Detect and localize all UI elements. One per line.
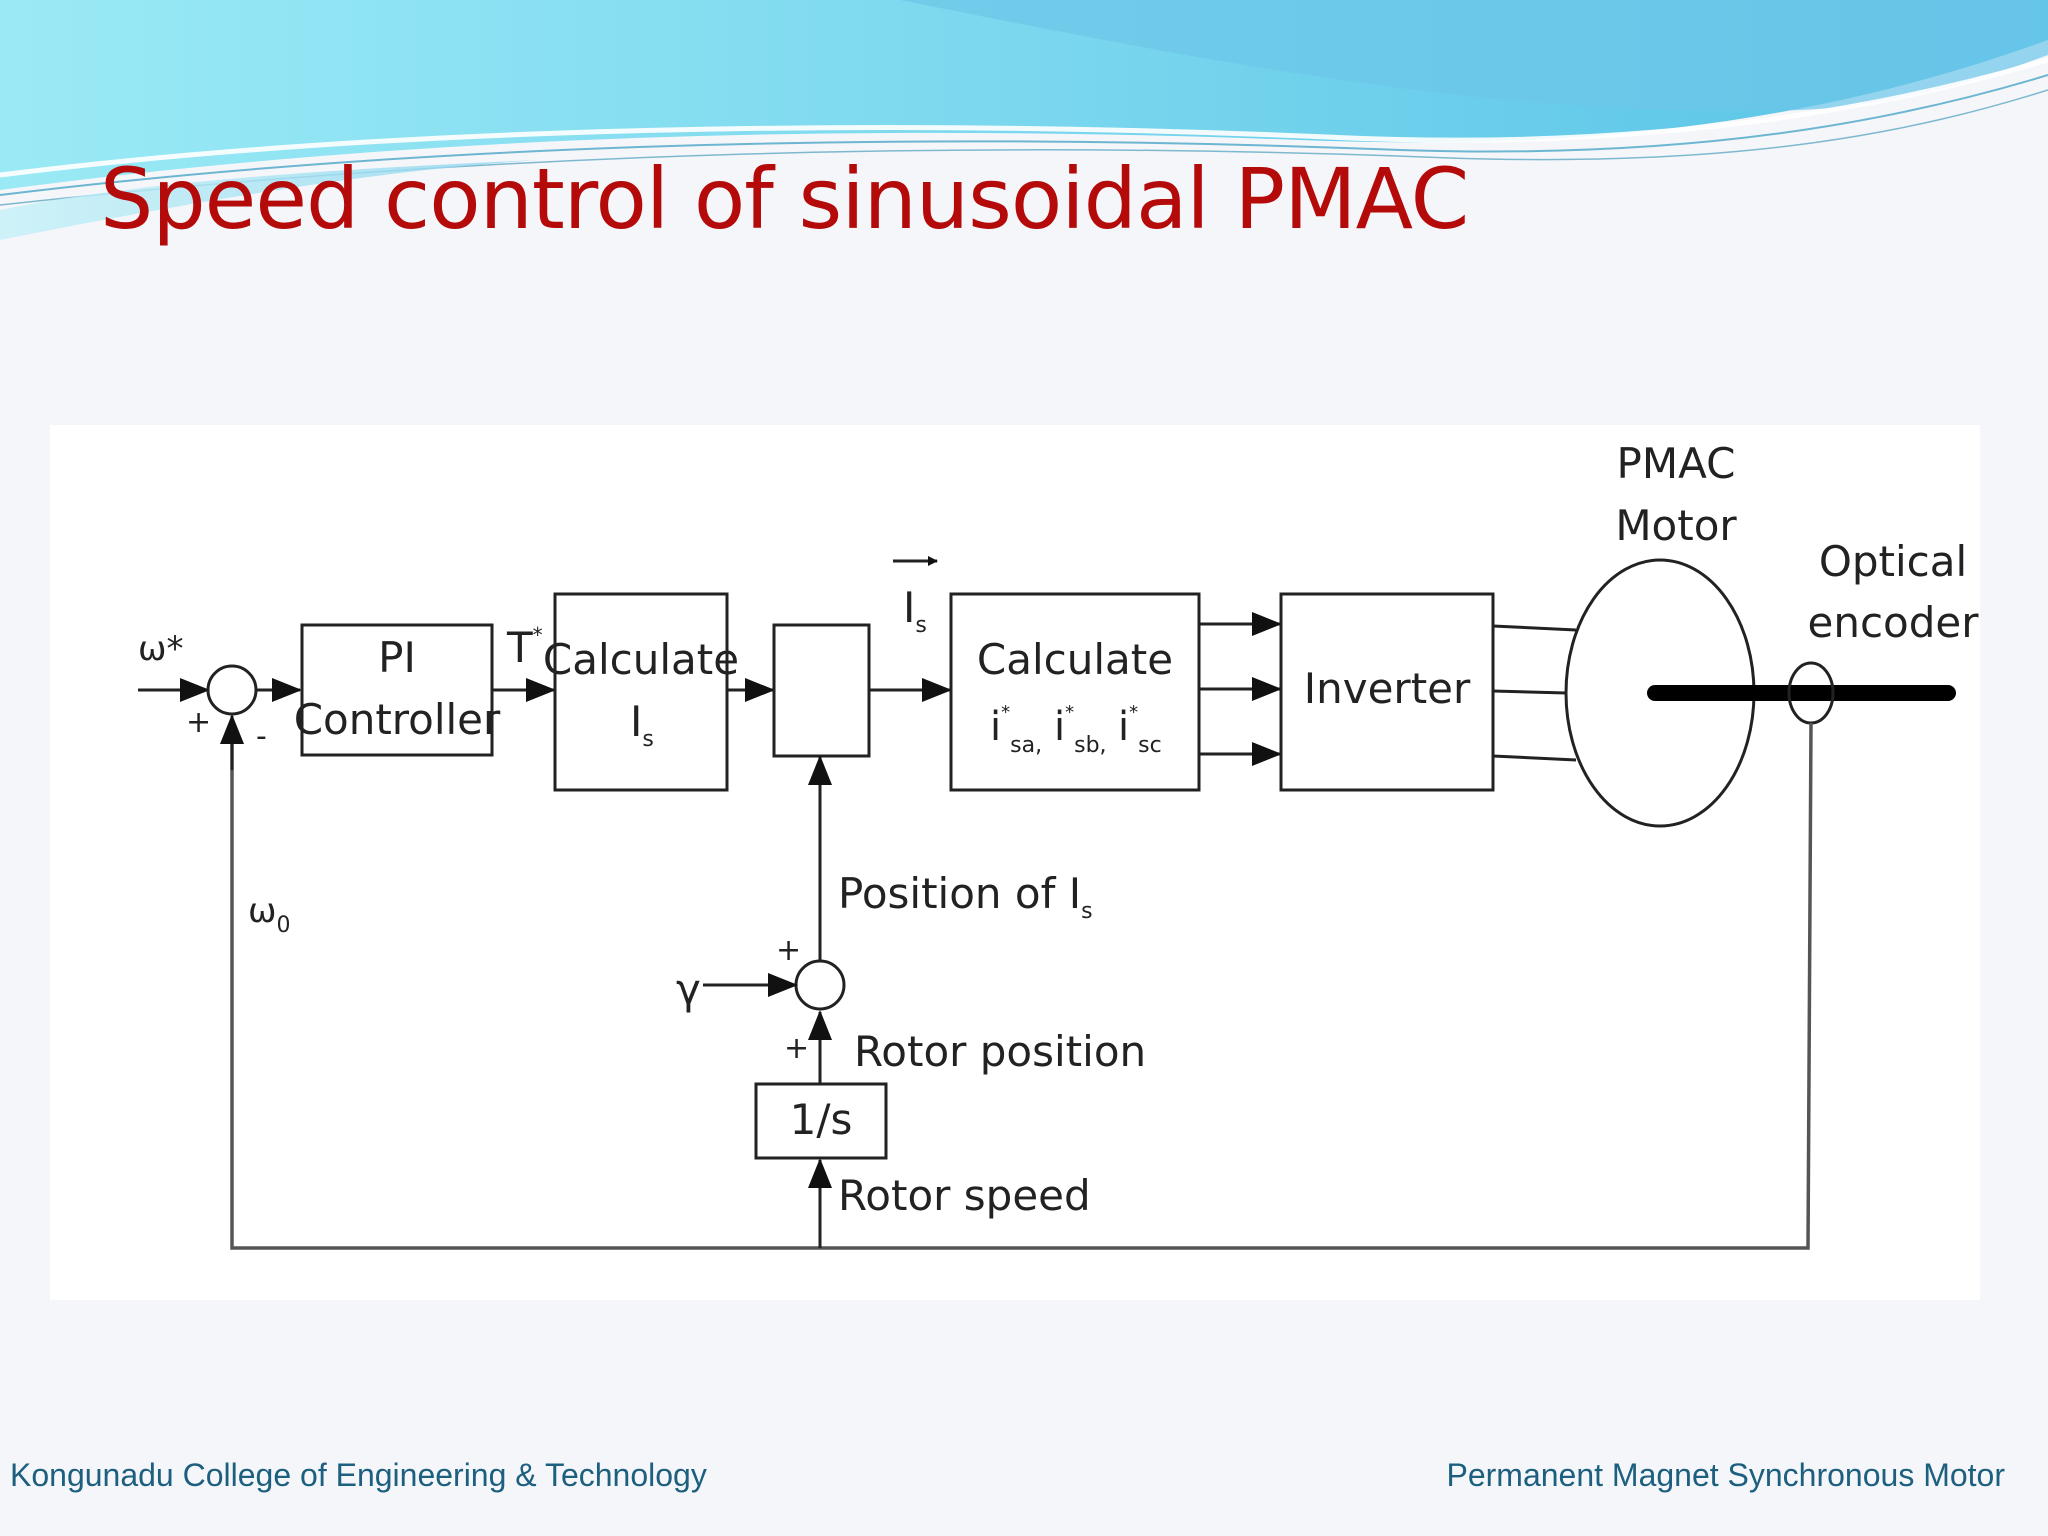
sum2-plus-bottom: + (784, 1031, 809, 1066)
isc-ref-label: i*sc (1118, 702, 1162, 758)
controller-label: Controller (294, 695, 501, 744)
gamma-label: γ (676, 965, 701, 1014)
sum1-plus-sign: + (186, 705, 211, 740)
slide-title: Speed control of sinusoidal PMAC (100, 150, 1469, 248)
block-diagram: ω* + - PI Controller T* Calculate Is Is … (50, 425, 1980, 1300)
footer-topic: Permanent Magnet Synchronous Motor (1446, 1457, 2005, 1493)
encoder-label: encoder (1807, 598, 1979, 647)
speed-reference-label: ω* (138, 629, 183, 669)
position-summing-junction (794, 959, 846, 1011)
footer-institution: Kongunadu College of Engineering & Techn… (10, 1457, 707, 1493)
calculate-is-block (553, 592, 729, 792)
inverter-label: Inverter (1304, 664, 1471, 713)
isb-ref-label: i*sb, (1054, 702, 1107, 758)
pi-controller-block (300, 623, 494, 757)
calculate-is-label: Calculate (543, 635, 739, 684)
torque-ref-label: T* (506, 623, 543, 672)
feedback-speed-label: ω0 (248, 891, 290, 938)
speed-feedback-path (230, 722, 1813, 1250)
calculate-phase-currents-block (949, 592, 1201, 792)
vector-combiner-block (772, 623, 871, 758)
rotor-position-label: Rotor position (854, 1027, 1146, 1076)
slide-banner (0, 0, 2048, 240)
isa-ref-label: i*sa, (990, 702, 1042, 758)
pmac-label: PMAC (1617, 439, 1736, 488)
calculate-phase-currents-label: Calculate (977, 635, 1173, 684)
position-of-is-label: Position of Is (838, 869, 1093, 924)
phase-a-line (1492, 624, 1577, 632)
is-label: Is (630, 697, 654, 752)
phase-c-line (1492, 754, 1577, 762)
phase-b-line (1492, 689, 1567, 695)
is-vector-label: Is (903, 583, 927, 638)
pi-label: PI (378, 633, 416, 682)
integrator-label: 1/s (790, 1095, 853, 1144)
sum1-minus-sign: - (256, 719, 267, 754)
rotor-speed-label: Rotor speed (838, 1171, 1091, 1220)
optical-label: Optical (1819, 537, 1967, 586)
speed-summing-junction (206, 664, 258, 716)
motor-label: Motor (1615, 501, 1737, 550)
sum2-plus-top: + (776, 933, 801, 968)
